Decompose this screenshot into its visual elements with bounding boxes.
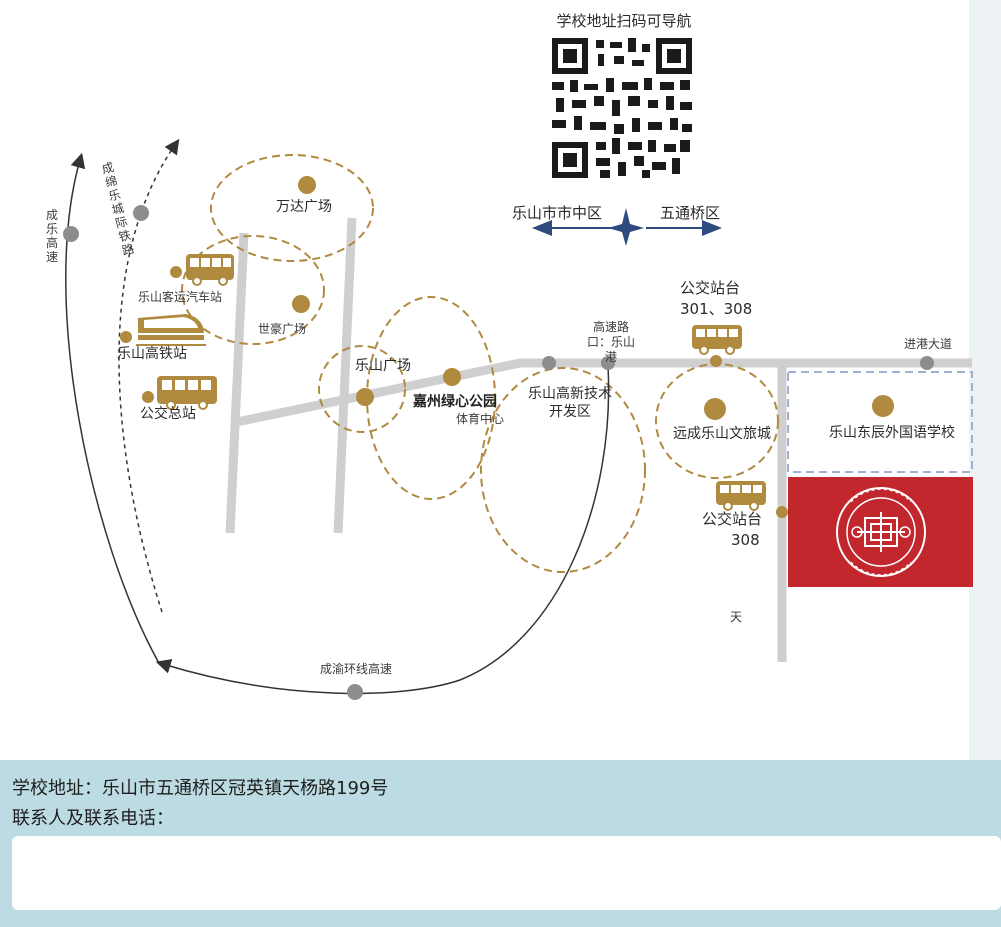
road-vertical-west-1 (225, 232, 249, 534)
bus-stop2-title: 公交站台 (702, 510, 763, 528)
school-area-box (787, 371, 973, 473)
right-edge-strip (969, 0, 1001, 760)
place-jiazhou-park: 嘉州绿心公园 (413, 394, 497, 410)
place-shihao: 世豪广场 (258, 322, 307, 336)
qr-title: 学校地址扫码可导航 (556, 12, 692, 30)
dot-hsr (120, 331, 132, 343)
bus-icon (186, 254, 234, 286)
train-icon (136, 314, 206, 346)
node-highway-exit (601, 356, 615, 370)
place-yuancheng: 远成乐山文旅城 (673, 426, 771, 442)
place-sports-center: 体育中心 (456, 412, 505, 426)
place-hsr-station: 乐山高铁站 (117, 346, 187, 362)
route-map (63, 38, 973, 700)
qr-code[interactable] (552, 38, 692, 178)
place-bus-station: 乐山客运汽车站 (138, 290, 223, 304)
footer-panel: 学校地址：乐山市五通桥区冠英镇天杨路199号 联系人及联系电话： (0, 760, 1001, 927)
compass-star-icon (608, 208, 644, 246)
place-hitech-zone: 乐山高新技术开发区 (528, 386, 612, 420)
dot-yuancheng (704, 398, 726, 420)
compass-right-label: 五通桥区 (660, 204, 721, 222)
node-rail (133, 205, 149, 221)
dot-bus-station (170, 266, 182, 278)
bus-terminal-icon (157, 376, 217, 410)
bus-stop1-title: 公交站台 (680, 279, 741, 297)
yuancheng-circle (655, 363, 779, 479)
road-main-diagonal (231, 358, 972, 428)
contact-label: 联系人及联系电话： (12, 808, 174, 829)
place-wanda: 万达广场 (276, 199, 332, 215)
bus-stop2-icon (716, 481, 766, 511)
place-school: 乐山东辰外国语学校 (829, 425, 955, 441)
dot-stop1 (710, 355, 722, 367)
compass-left-label: 乐山市市中区 (512, 204, 603, 222)
road-jingang-avenue: 进港大道 (904, 337, 953, 351)
road-chengle-expressway: 成乐高速 (45, 208, 58, 264)
gold-dots (120, 176, 894, 518)
dot-school (872, 395, 894, 417)
road-ring-expressway: 成渝环线高速 (320, 662, 393, 676)
school-seal-logo (836, 487, 926, 577)
dot-wanda (298, 176, 316, 194)
chengle-expressway-line (65, 152, 161, 666)
bus-stop2-routes: 308 (731, 531, 760, 549)
node-road-1 (542, 356, 556, 370)
gray-nodes (63, 205, 934, 700)
road-vertical-west-2 (333, 217, 357, 534)
contact-input-box[interactable] (12, 836, 1001, 910)
leshan-plaza-circle (318, 345, 406, 433)
place-bus-terminal: 公交总站 (140, 406, 196, 422)
node-jingang (920, 356, 934, 370)
bus-stop1-routes: 301、308 (680, 300, 753, 318)
road-tian: 天 (730, 610, 743, 624)
place-leshan-plaza: 乐山广场 (355, 358, 411, 374)
wanda-circle (210, 154, 374, 262)
dot-leshan-plaza (356, 388, 374, 406)
road-highway-exit: 高速路口：乐山港 (586, 320, 635, 364)
dot-shihao (292, 295, 310, 313)
dot-jiazhou-park (443, 368, 461, 386)
dot-bus-terminal (142, 391, 154, 403)
bus-stop1-icon (692, 325, 742, 355)
node-ring (347, 684, 363, 700)
dot-stop2 (776, 506, 788, 518)
ring-expressway-line (155, 366, 610, 695)
compass (532, 208, 722, 246)
school-address: 学校地址：乐山市五通桥区冠英镇天杨路199号 (12, 778, 389, 799)
hitech-zone-circle (480, 367, 646, 573)
node-chengle (63, 226, 79, 242)
shihao-circle (181, 235, 325, 345)
